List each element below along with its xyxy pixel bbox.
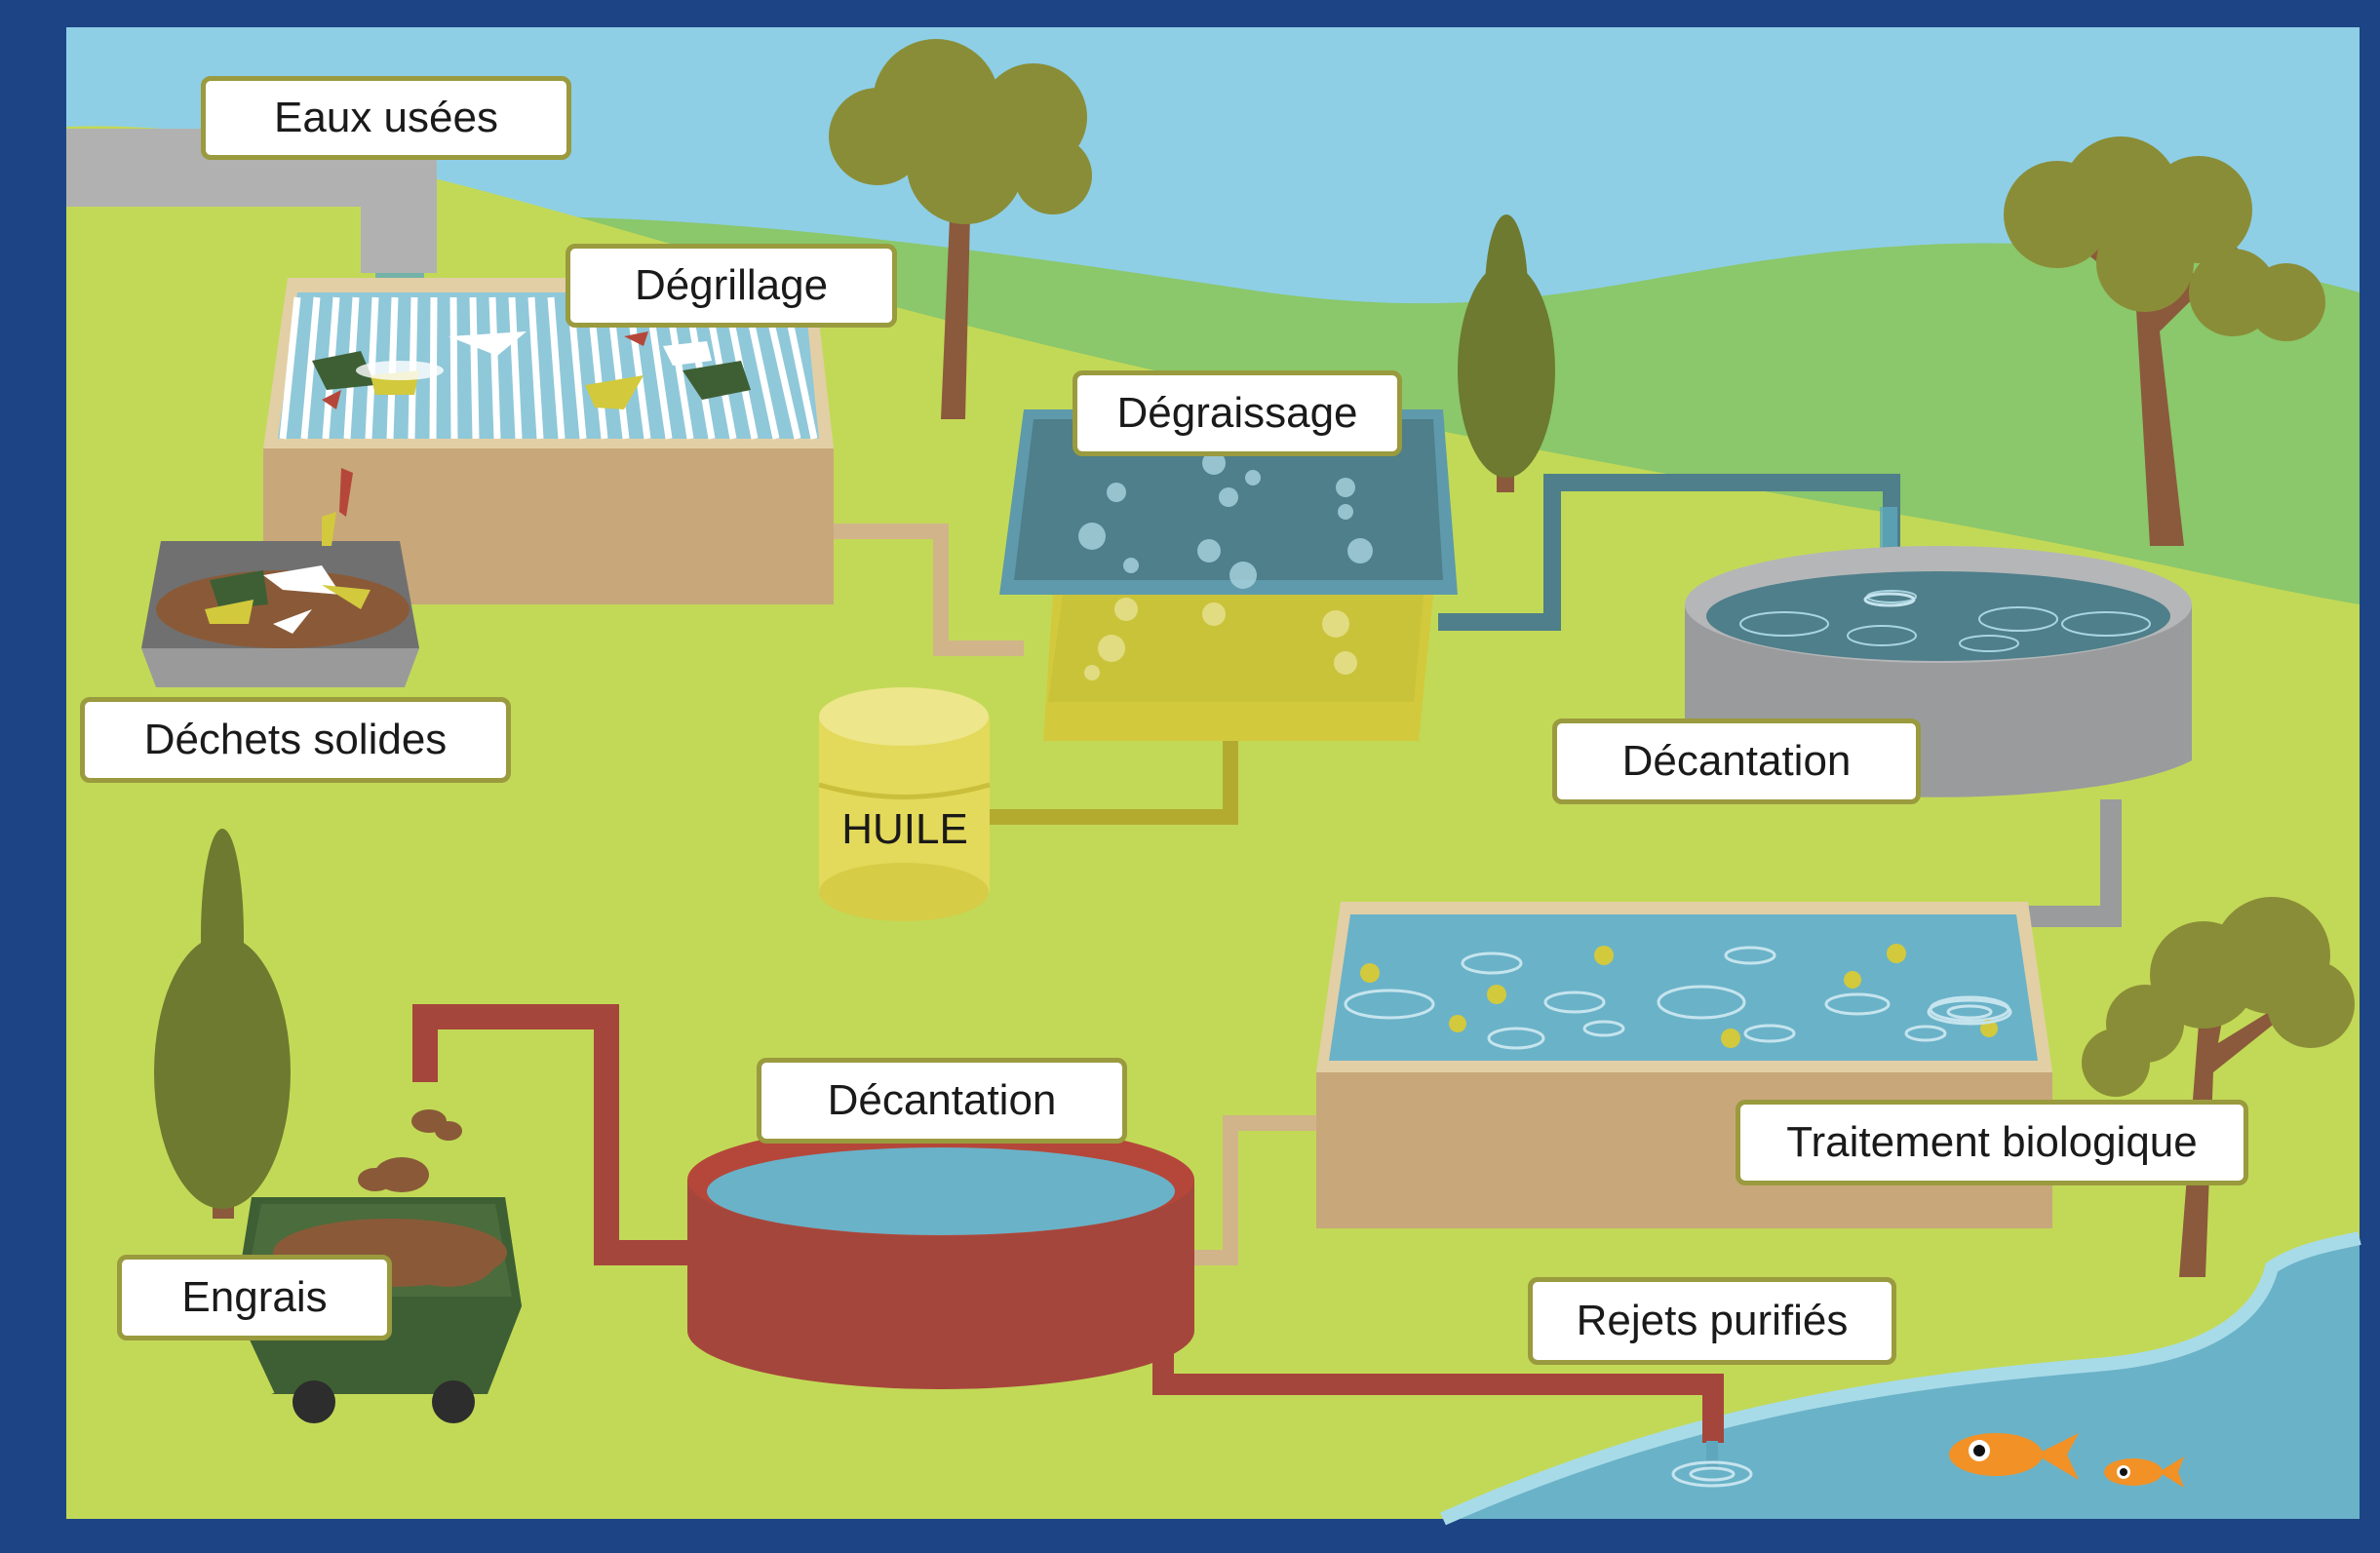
label-decantation-secondaire: Décantation: [757, 1058, 1127, 1144]
screening-tank: [263, 278, 834, 604]
oil-barrel: [818, 687, 991, 921]
label-decantation-primaire: Décantation: [1552, 718, 1921, 804]
river-foam: [1440, 1231, 2361, 1526]
label-degraissage: Dégraissage: [1073, 370, 1402, 456]
primary-inlet-ripples: [1863, 592, 1916, 607]
tree-cypress-center: [1458, 214, 1555, 492]
discharge-ripples: [1671, 1460, 1753, 1488]
pipe-grease-to-oil: [985, 741, 1238, 825]
pipe-screening-to-grease: [834, 524, 1024, 656]
tree-top-center: [829, 39, 1092, 419]
label-huile: HUILE: [841, 805, 968, 853]
tree-right-bottom: [2082, 897, 2355, 1277]
solid-waste-bin: [141, 468, 419, 687]
label-degrillage: Dégrillage: [566, 244, 897, 328]
label-dechets-solides: Déchets solides: [80, 697, 511, 783]
biological-treatment-tank: [1316, 902, 2052, 1228]
label-traitement-biologique: Traitement biologique: [1736, 1100, 2248, 1185]
fish-large: [1949, 1433, 2079, 1480]
river: [1443, 1238, 2360, 1519]
bio-inlet-ripples: [1927, 998, 2012, 1026]
grease-removal-tank: [999, 409, 1458, 741]
secondary-settler: [687, 1123, 1194, 1389]
tree-right-top: [2004, 136, 2325, 546]
pipe-purified-discharge: [1152, 1340, 1724, 1443]
label-eaux-usees: Eaux usées: [201, 76, 571, 160]
tree-cypress-left: [154, 829, 291, 1219]
fish-small: [2104, 1456, 2184, 1488]
label-rejets-purifies: Rejets purifiés: [1528, 1277, 1896, 1365]
label-engrais: Engrais: [117, 1255, 392, 1340]
falling-water-discharge: [1706, 1441, 1718, 1470]
pipe-sludge-to-fertilizer: [412, 1004, 687, 1265]
pipe-bio-to-secondary: [1194, 1115, 1316, 1265]
